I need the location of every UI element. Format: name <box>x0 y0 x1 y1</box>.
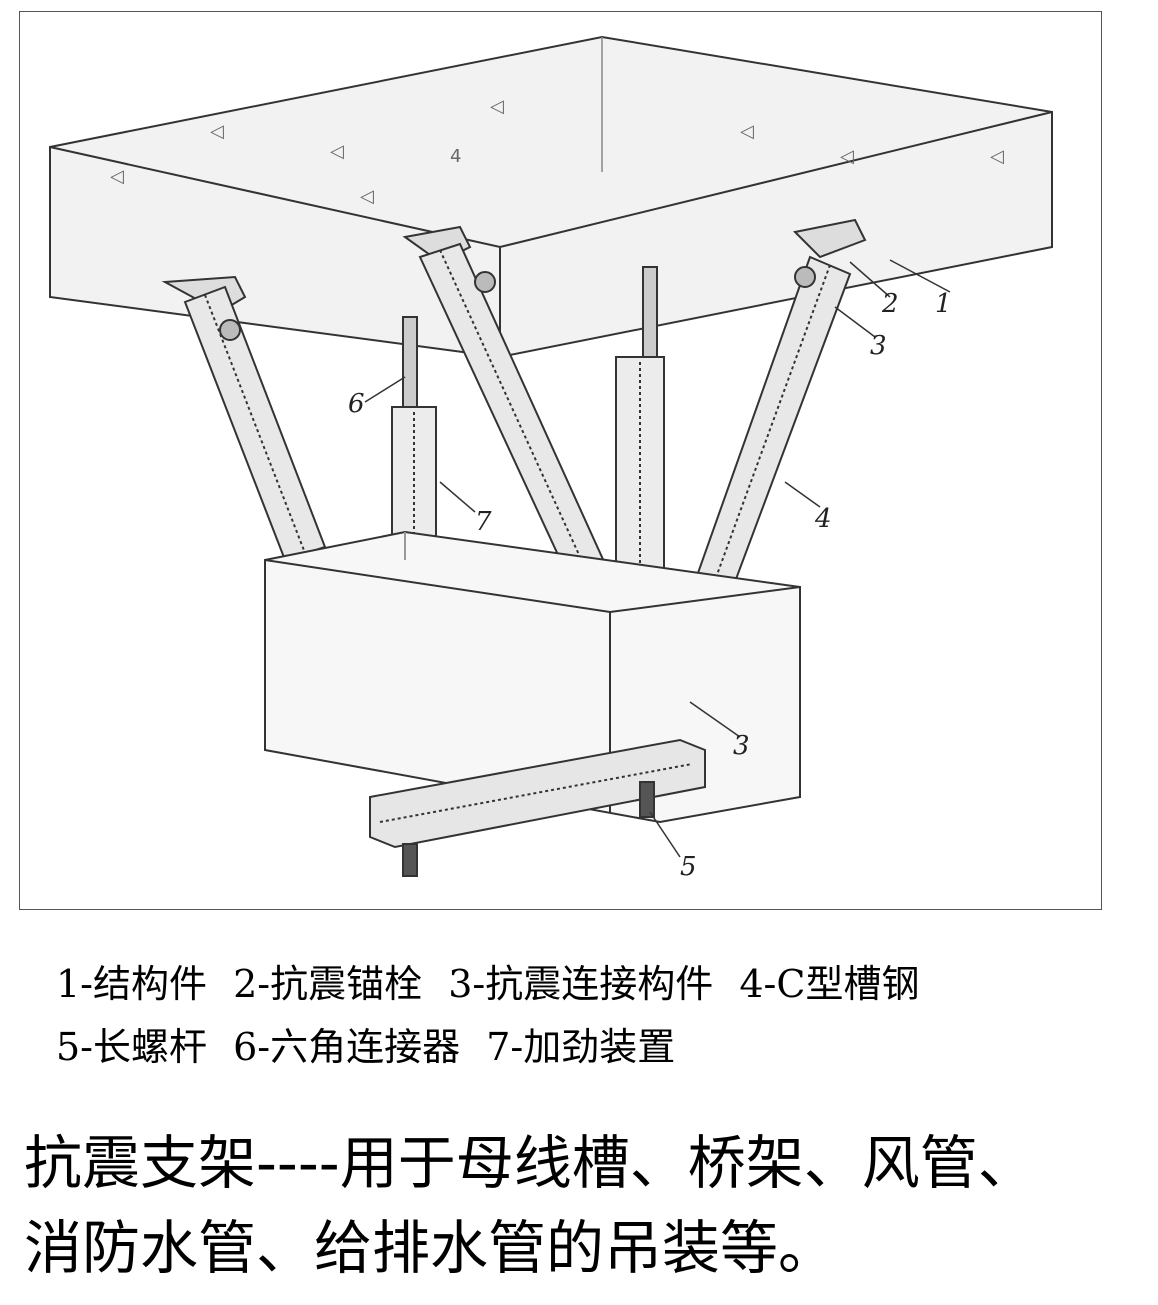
caption-line-1: 抗震支架----用于母线槽、桥架、风管、 <box>24 1129 1036 1197</box>
legend-line-1: 1-结构件 2-抗震锚栓 3-抗震连接构件 4-C型槽钢 <box>56 962 933 1006</box>
callout-3-bottom: 3 <box>733 731 750 761</box>
svg-text:◁: ◁ <box>840 146 854 167</box>
callout-1: 1 <box>935 289 952 319</box>
seismic-support-drawing: ◁ ◁ 4 ◁ ◁ ◁ ◁ ◁ ◁ <box>49 35 1053 882</box>
right-brace <box>668 218 867 664</box>
legend-item: 5-长螺杆 <box>56 1025 208 1069</box>
svg-text:◁: ◁ <box>360 186 374 207</box>
callout-3-top: 3 <box>870 331 887 361</box>
callout-6: 6 <box>348 389 365 419</box>
svg-text:◁: ◁ <box>490 96 504 117</box>
legend-item: 6-六角连接器 <box>233 1025 461 1069</box>
bottom-channel <box>369 738 706 877</box>
callout-7: 7 <box>475 507 492 537</box>
svg-text:◁: ◁ <box>740 121 754 142</box>
legend-item: 1-结构件 <box>56 962 208 1006</box>
callout-5: 5 <box>680 852 697 882</box>
vertical-hanger-left <box>391 316 437 538</box>
legend-item: 4-C型槽钢 <box>739 962 920 1006</box>
svg-text:◁: ◁ <box>990 146 1004 167</box>
caption-line-2: 消防水管、给排水管的吊装等。 <box>24 1214 837 1282</box>
svg-text:◁: ◁ <box>210 121 224 142</box>
svg-text:◁: ◁ <box>110 166 124 187</box>
legend-item: 7-加劲装置 <box>486 1025 676 1069</box>
legend-item: 3-抗震连接构件 <box>448 962 714 1006</box>
diagram-frame: ◁ ◁ 4 ◁ ◁ ◁ ◁ ◁ ◁ <box>19 11 1102 910</box>
legend-line-2: 5-长螺杆 6-六角连接器 7-加劲装置 <box>56 1025 689 1069</box>
svg-text:4: 4 <box>450 146 461 167</box>
callout-2: 2 <box>881 289 899 319</box>
legend-item: 2-抗震锚栓 <box>233 962 423 1006</box>
svg-text:◁: ◁ <box>330 141 344 162</box>
callout-4: 4 <box>814 504 832 534</box>
